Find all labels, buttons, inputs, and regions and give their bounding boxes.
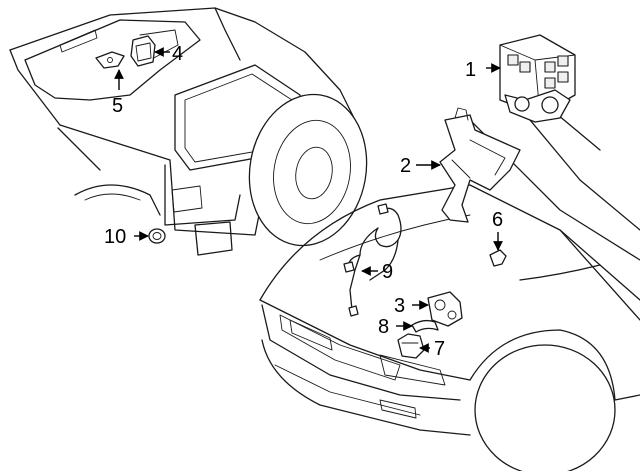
callout-6: 6 xyxy=(492,209,503,231)
rear-vehicle-outline xyxy=(9,7,368,256)
callout-4: 4 xyxy=(172,43,183,65)
rear-grommet xyxy=(148,228,166,244)
speed-sensor xyxy=(427,291,463,327)
leader-lines xyxy=(114,47,503,353)
callout-5: 5 xyxy=(112,95,123,117)
sensor-cover xyxy=(397,333,425,359)
callout-10: 10 xyxy=(104,226,126,248)
rear-interior-sensor xyxy=(130,35,156,67)
abs-actuator xyxy=(499,34,576,123)
callout-1: 1 xyxy=(465,59,476,81)
callout-2: 2 xyxy=(400,155,411,177)
actuator-bracket xyxy=(439,107,521,223)
wire-harness xyxy=(343,203,402,317)
callout-3: 3 xyxy=(394,295,405,317)
callout-7: 7 xyxy=(434,338,445,360)
front-vehicle-outline xyxy=(259,89,640,471)
bracket-clip xyxy=(489,249,507,267)
callout-9: 9 xyxy=(382,261,393,283)
sensor-hose xyxy=(411,319,439,333)
callout-8: 8 xyxy=(378,316,389,338)
rear-interior-bracket xyxy=(95,51,125,69)
